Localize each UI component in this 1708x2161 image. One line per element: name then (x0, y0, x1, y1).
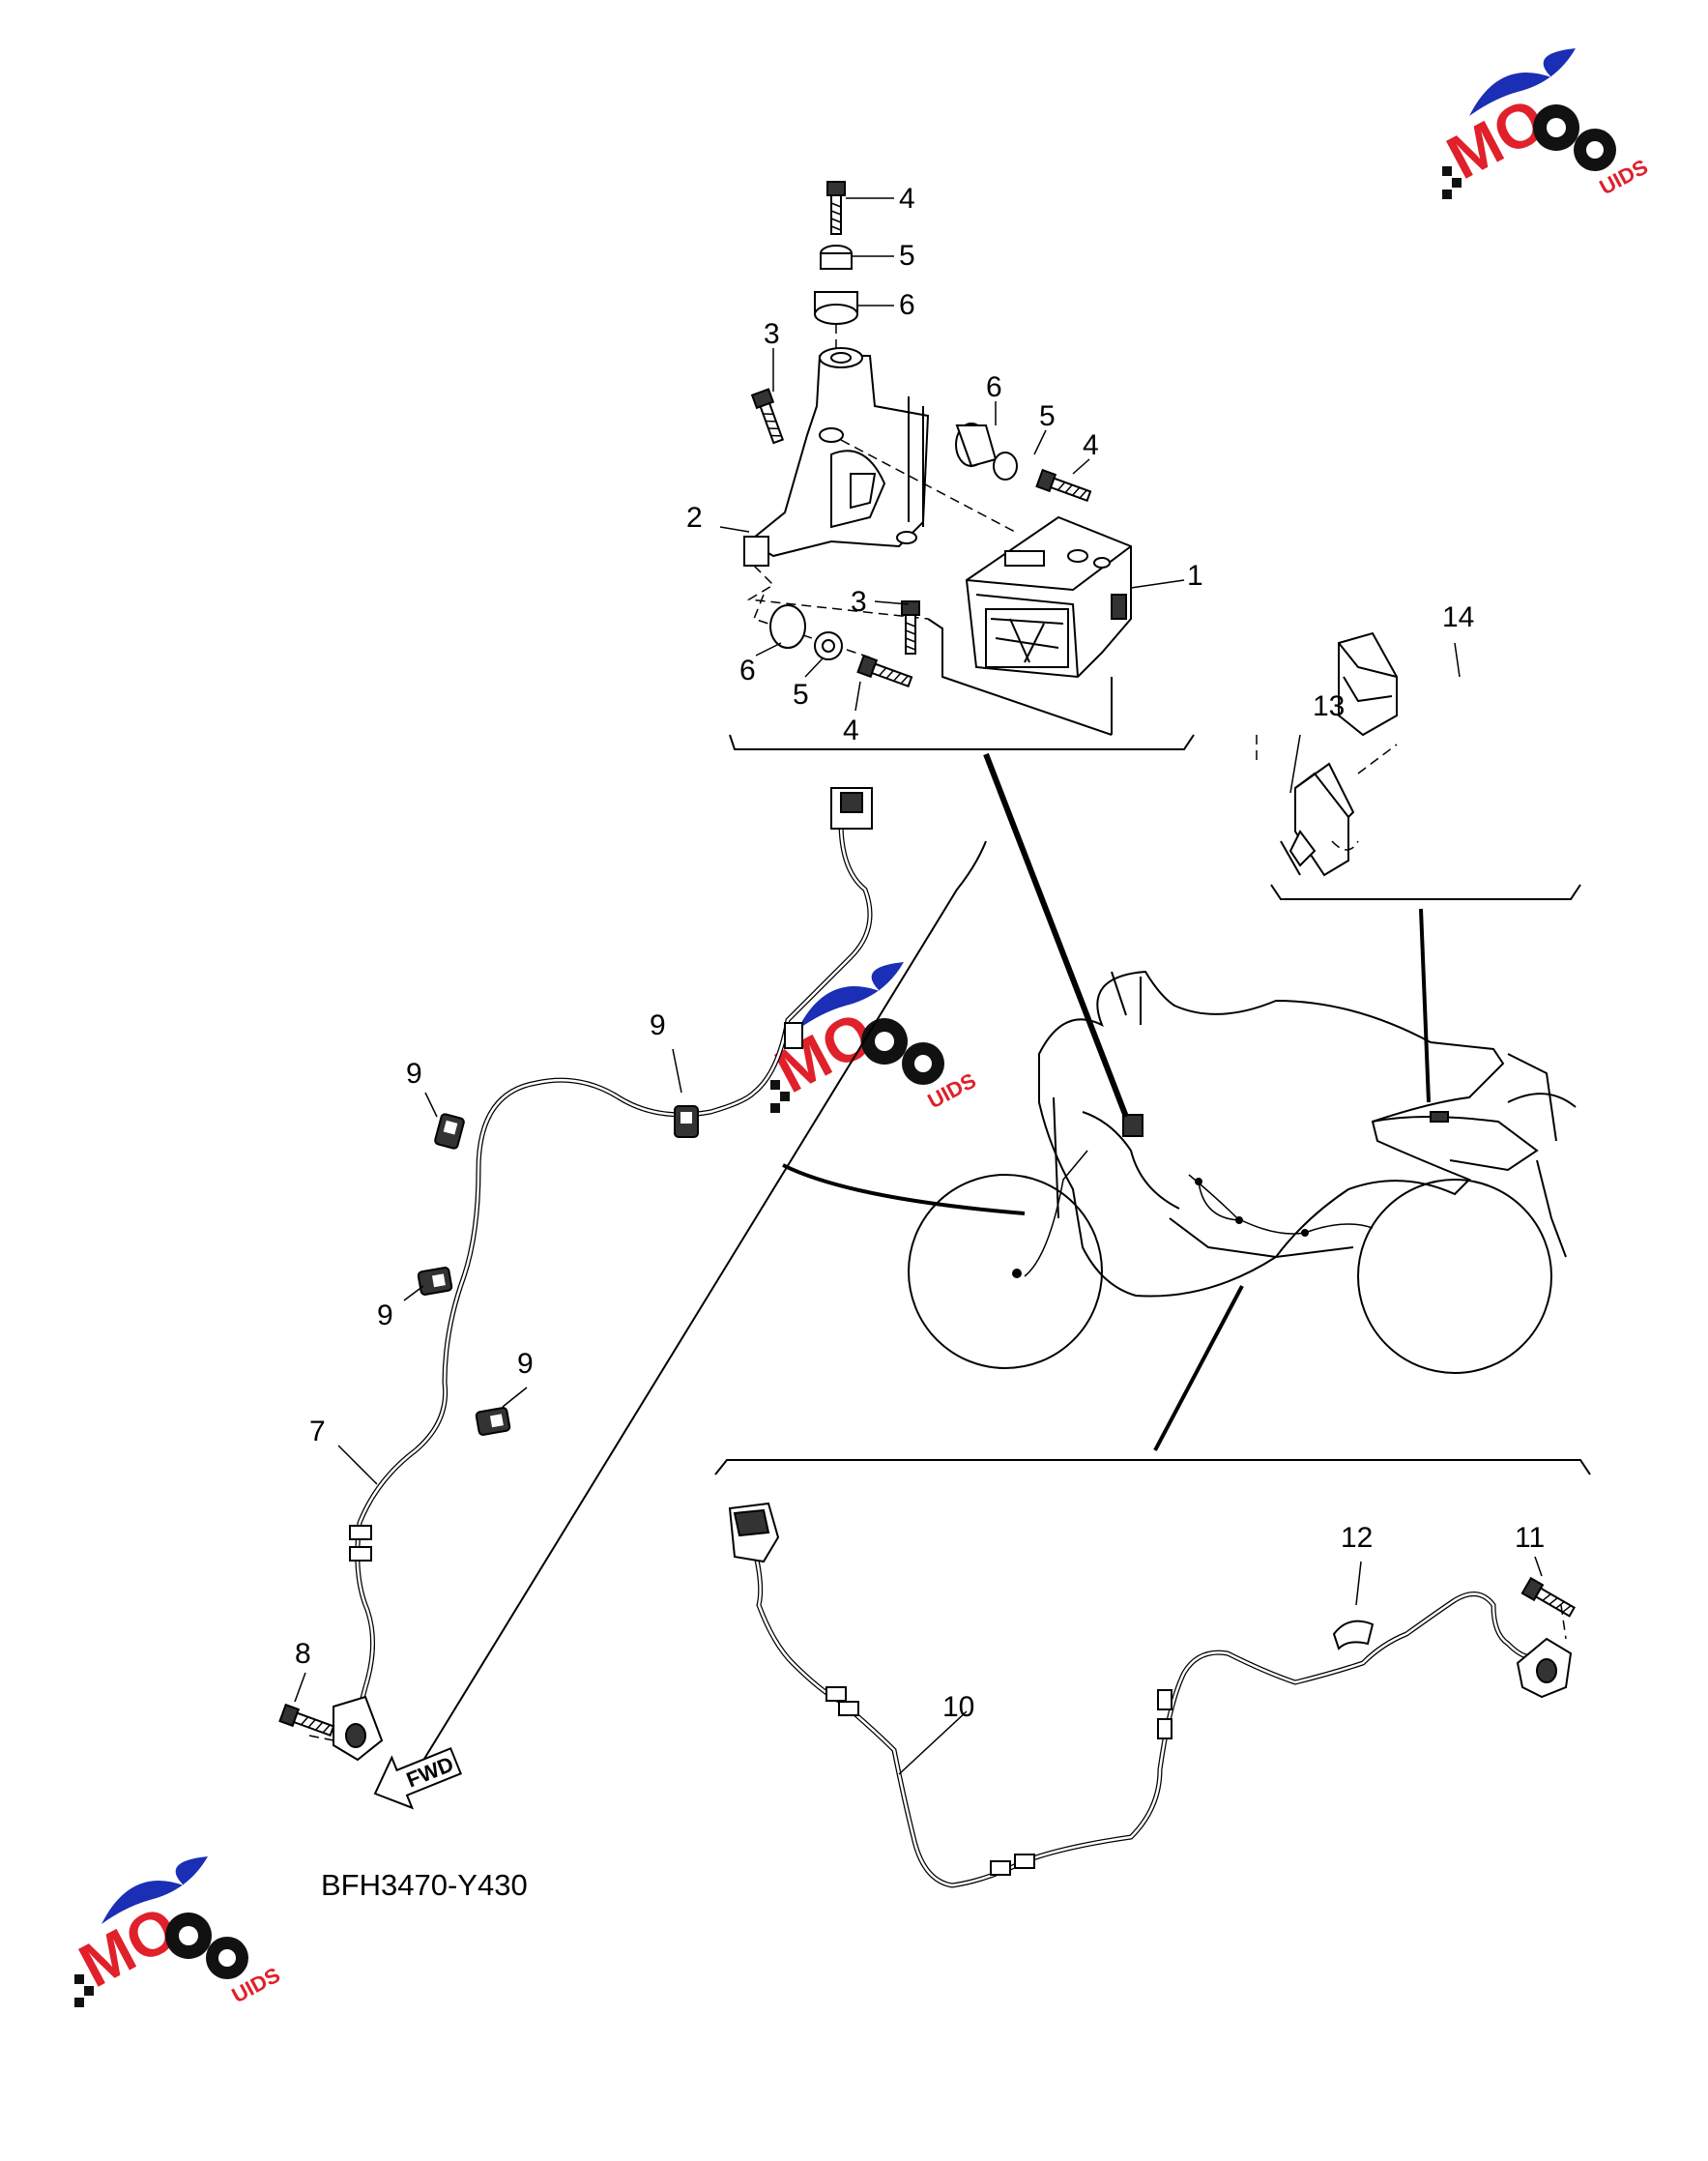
callout-10: 10 (942, 1691, 974, 1723)
callout-3: 3 (764, 318, 780, 350)
callout-14: 14 (1442, 601, 1474, 633)
bolt-icon (278, 1704, 336, 1740)
callout-4: 4 (843, 715, 859, 746)
callout-13: 13 (1313, 690, 1345, 722)
hydraulic-unit-icon (965, 515, 1132, 679)
callout-5: 5 (1039, 400, 1056, 432)
rear-sensor-group (714, 1459, 1591, 1888)
callout-6: 6 (739, 655, 756, 686)
clip-icon (433, 1112, 466, 1151)
callout-3: 3 (851, 586, 867, 618)
logo-watermark-top-right (1435, 48, 1652, 200)
abs-unit-group (729, 181, 1195, 750)
callout-4: 4 (1083, 429, 1099, 461)
callout-5: 5 (899, 240, 915, 272)
forward-arrow-icon: FWD (373, 1747, 462, 1810)
callout-7: 7 (309, 1416, 326, 1447)
clamp-icon (1332, 1620, 1375, 1650)
leader-rear-sensor (1153, 1285, 1244, 1451)
leader-front-sensor (782, 1163, 1026, 1215)
callout-9: 9 (650, 1009, 666, 1041)
clip-icon (417, 1266, 453, 1297)
motorcycle-outline (908, 970, 1577, 1374)
callout-2: 2 (686, 502, 703, 534)
callouts-top (719, 197, 1185, 712)
callout-5: 5 (793, 679, 809, 711)
bolt-icon (826, 181, 846, 235)
callout-1: 1 (1187, 560, 1203, 592)
callout-8: 8 (295, 1638, 311, 1670)
clip-icon (475, 1406, 511, 1437)
callout-6: 6 (986, 371, 1002, 403)
callout-12: 12 (1341, 1522, 1373, 1554)
leader-abs (983, 752, 1129, 1119)
front-group-frame (405, 840, 987, 1790)
leader-connector (1419, 908, 1431, 1103)
callout-11: 11 (1515, 1522, 1545, 1554)
callout-9: 9 (406, 1058, 422, 1090)
front-wheel-sensor-lead (308, 787, 873, 1762)
clip-icon (674, 1105, 699, 1138)
callout-9: 9 (377, 1300, 393, 1331)
logo-watermark-bottom-left (68, 1856, 284, 2008)
connector-group (1256, 631, 1581, 900)
callout-9: 9 (517, 1348, 534, 1380)
drawing-code: BFH3470-Y430 (321, 1868, 528, 1902)
bolt-icon (1520, 1577, 1578, 1621)
callout-6: 6 (899, 289, 915, 321)
callout-4: 4 (899, 183, 915, 215)
